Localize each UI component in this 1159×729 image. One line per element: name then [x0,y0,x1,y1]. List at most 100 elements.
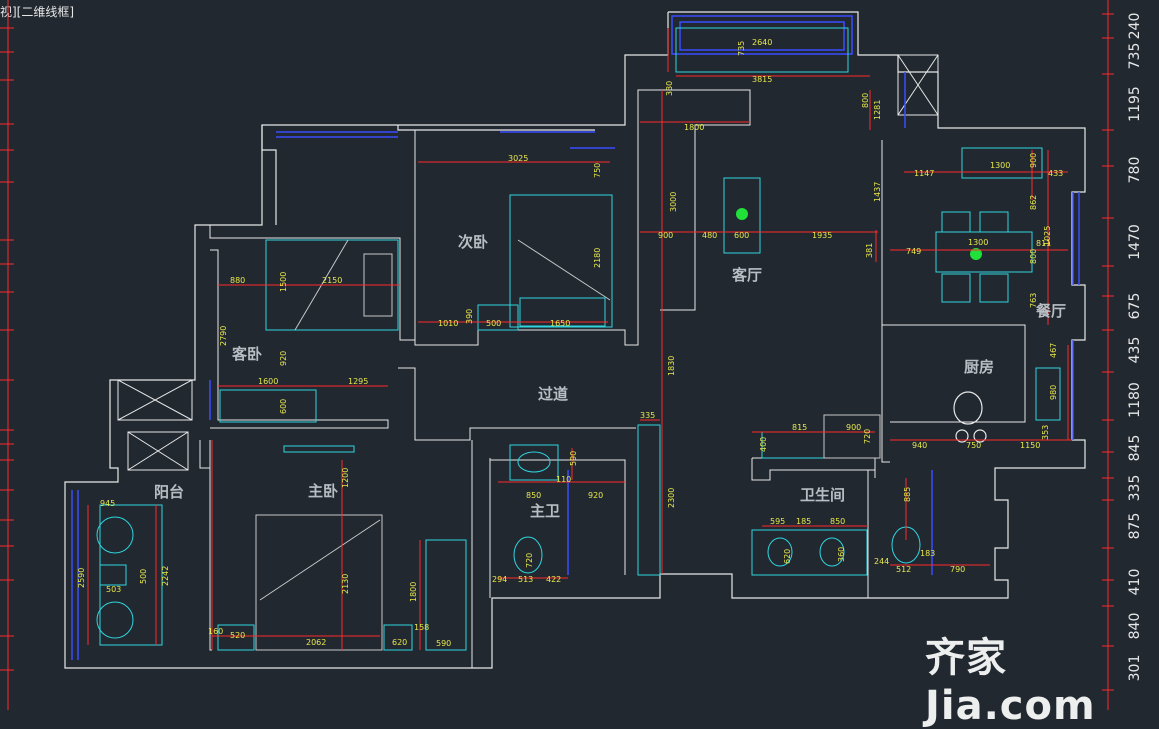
window-cross-top-right [897,54,939,116]
dim-label: 920 [279,351,288,366]
tv-master [283,445,355,453]
dim-label: 360 [837,547,846,562]
dim-label: 353 [1041,425,1050,440]
dim-label: 513 [518,575,533,584]
dim-label: 1295 [348,377,368,386]
dim-label: 294 [492,575,507,584]
dim-label: 850 [830,517,845,526]
dim-label: 600 [279,399,288,414]
dim-label: 467 [1049,343,1058,358]
room-label-living-room: 客厅 [731,266,762,284]
dim-label: 920 [588,491,603,500]
dim-label: 800 [1029,249,1038,264]
stove-icon [953,391,987,443]
desk-guest [219,389,317,423]
dim-label: 811 [1036,239,1051,248]
windows-blue [71,72,1080,660]
dim-label: 2242 [161,566,170,586]
ruler-label: 735 [1127,43,1143,70]
dim-label: 500 [486,319,501,328]
dim-label: 110 [556,475,571,484]
dim-label: 945 [100,499,115,508]
dim-label: 1025 [1043,226,1052,246]
dim-label: 335 [640,411,655,420]
ruler-label: 1195 [1127,86,1143,122]
room-label-second-bedroom: 次卧 [458,233,488,251]
dim-label: 600 [734,231,749,240]
dim-label: 800 [861,93,870,108]
dim-label: 590 [436,639,451,648]
dim-label: 1147 [914,169,934,178]
interior-walls [195,89,1026,668]
viewport-label[interactable]: 视][二维线框] [0,5,75,19]
dim-label: 900 [1029,153,1038,168]
dim-label: 720 [863,429,872,444]
dim-label: 480 [702,231,717,240]
dim-label: 1830 [667,356,676,376]
dim-label: 940 [912,441,927,450]
room-label-balcony: 阳台 [154,483,184,501]
dim-label: 381 [865,243,874,258]
dim-label: 158 [414,623,429,632]
dim-label: 3025 [508,154,528,163]
dim-label: 595 [770,517,785,526]
dim-label: 1600 [258,377,278,386]
ruler-label: 875 [1127,513,1143,540]
basin-master [509,444,559,481]
dim-label: 850 [526,491,541,500]
ruler-label: 240 [1127,13,1143,40]
room-label-guest-bedroom: 客卧 [231,345,262,363]
dimension-labels: 2640 735 3815 330 800 1281 1800 3025 750… [77,38,1063,648]
plant-dining [970,248,982,260]
floor-plan: 240 735 1195 780 1470 675 435 1180 845 3… [0,0,1143,710]
dim-label: 900 [846,423,861,432]
left-ruler [0,0,14,710]
ruler-label: 675 [1127,293,1143,320]
walls [64,11,1086,669]
dim-label: 2590 [77,568,86,588]
furniture [96,147,1061,651]
dim-label: 1010 [438,319,458,328]
dim-label: 3815 [752,75,772,84]
dim-label: 330 [665,81,674,96]
tv-cabinet [723,177,761,254]
room-label-dining-room: 餐厅 [1036,302,1066,320]
bed-master [255,514,383,651]
room-label-kitchen: 厨房 [964,358,994,376]
room-label-master-bedroom: 主卧 [308,482,338,500]
sideboard [961,147,1043,179]
dim-label: 1300 [968,238,988,247]
dim-label: 2180 [593,248,602,268]
dim-label: 1800 [684,123,704,132]
dim-label: 160 [208,627,223,636]
dim-label: 185 [796,517,811,526]
dim-label: 1500 [279,272,288,292]
ruler-label: 1180 [1127,382,1143,418]
ruler-label: 840 [1127,613,1143,640]
dim-label: 390 [465,309,474,324]
dim-label: 1800 [409,582,418,602]
ruler-label: 845 [1127,435,1143,462]
dim-label: 244 [874,557,889,566]
room-labels: 次卧 客卧 客厅 餐厅 厨房 过道 主卧 主卫 卫生间 阳台 [154,233,1066,520]
dim-label: 720 [525,553,534,568]
dim-label: 862 [1029,195,1038,210]
room-label-master-bath: 主卫 [530,502,560,520]
dim-label: 590 [569,451,578,466]
dim-label: 2130 [341,574,350,594]
dim-label: 1300 [990,161,1010,170]
top-balcony [671,15,853,55]
dim-label: 1437 [873,182,882,202]
dim-label: 1150 [1020,441,1040,450]
dim-label: 980 [1049,385,1058,400]
dim-label: 400 [759,437,768,452]
dim-label: 512 [896,565,911,574]
ruler-label: 301 [1127,655,1143,682]
dim-label: 3000 [669,192,678,212]
window-cross-left [117,379,193,471]
dim-label: 749 [906,247,921,256]
dim-label: 2062 [306,638,326,647]
dim-label: 815 [792,423,807,432]
dim-label: 790 [950,565,965,574]
